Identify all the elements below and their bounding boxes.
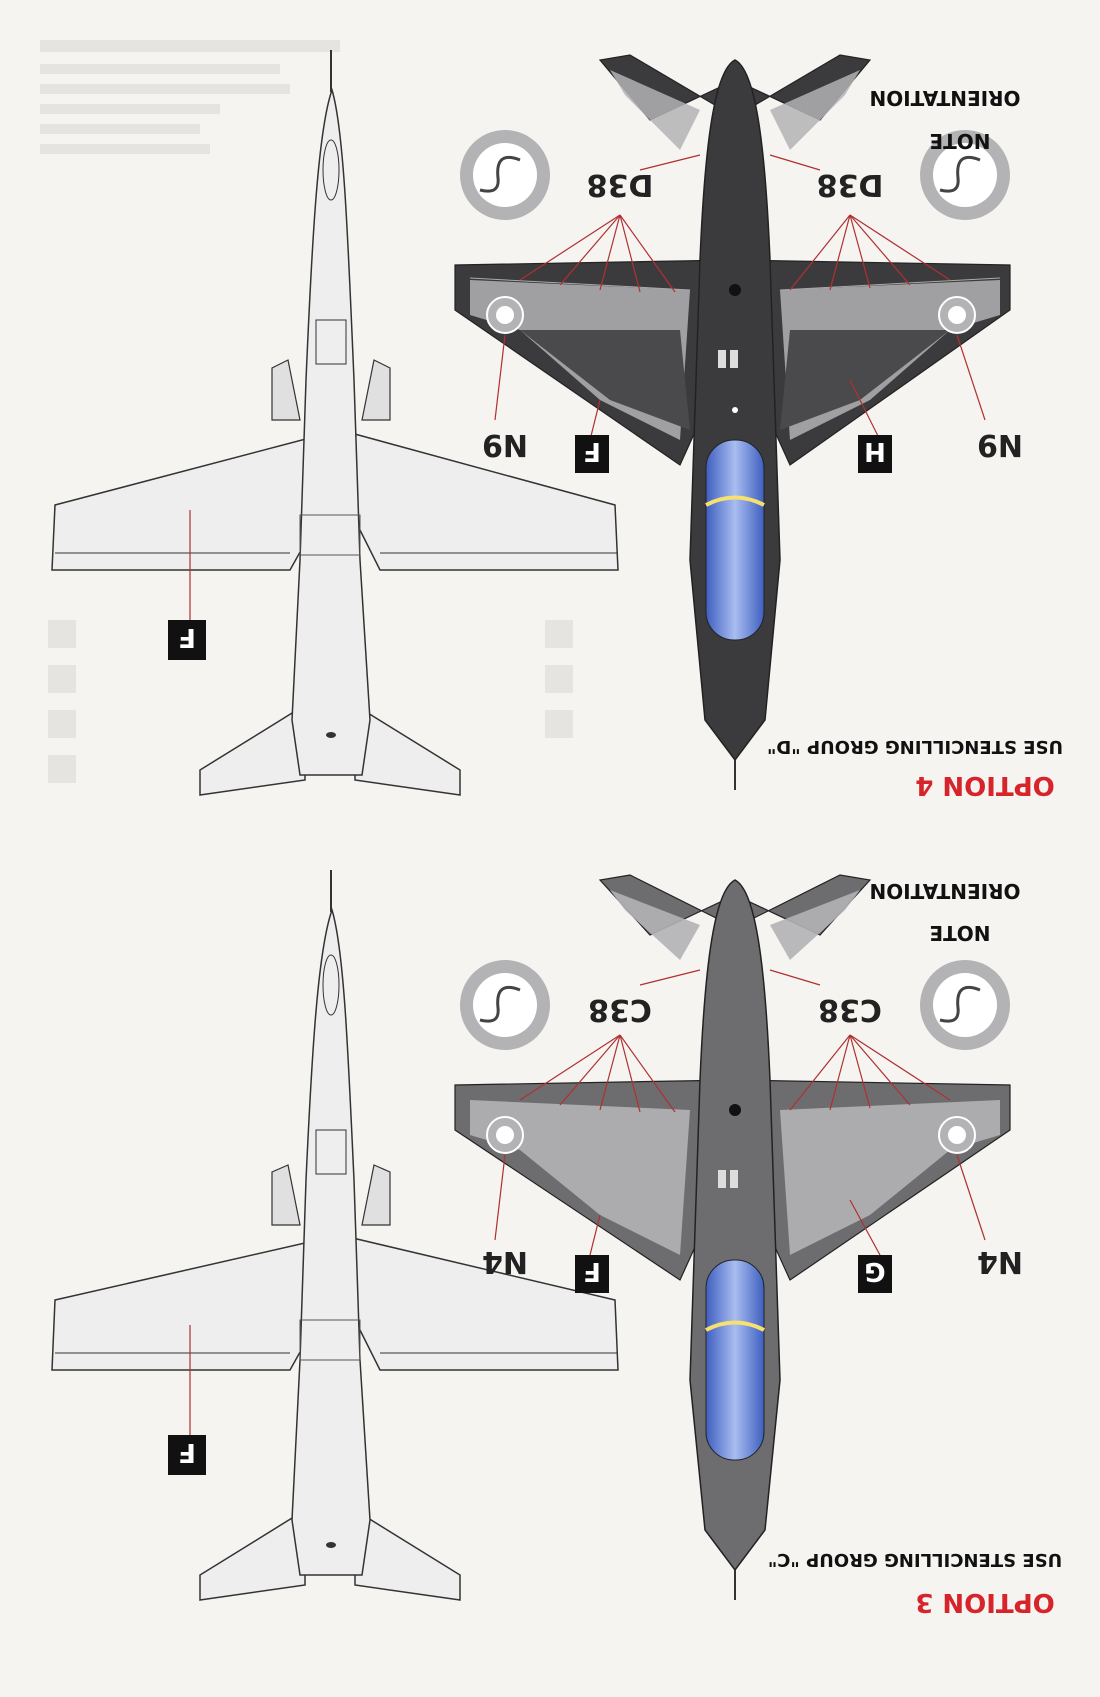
option3-stencil-callout-left: C38 (588, 992, 652, 1027)
option3-note-line1: NOTE (929, 921, 990, 945)
option4-camo-callout-left: F (583, 436, 601, 466)
option3-stencil-callout-right: C38 (818, 992, 882, 1027)
option4-wing-roundel-left (486, 296, 524, 334)
option4-roundel-callout-right: N9 (977, 427, 1023, 462)
option3-callouts: C38 C38 N4 N4 F G F (168, 992, 1023, 1475)
option4-top-view-aircraft (51, 50, 619, 796)
option4-title: OPTION 4 (915, 770, 1055, 800)
option3-camo-callout-right: G (864, 1256, 885, 1286)
option4-callouts: D38 D38 N9 N9 F H F (168, 167, 1023, 660)
option3-camo-callout-left: F (583, 1256, 601, 1286)
option4-stencil-callout-left: D38 (587, 167, 654, 202)
option3-top-view-aircraft (51, 870, 619, 1601)
option3-wing-roundel-left (486, 1116, 524, 1154)
option3-top-camo-callout: F (178, 1437, 196, 1467)
option4-wing-roundel-right (938, 296, 976, 334)
option3-headings: NOTE ORIENTATION USE STENCILLING GROUP "… (768, 879, 1062, 1617)
option4-top-camo-callout: F (178, 622, 196, 652)
option3-wing-roundel-right (938, 1116, 976, 1154)
option4-roundel-callout-left: N9 (482, 427, 528, 462)
option3-note-line2: ORIENTATION (869, 879, 1020, 903)
option3-bottom-view-aircraft (454, 874, 1011, 1600)
option3-roundel-right (920, 960, 1010, 1050)
option4-leader-lines (189, 154, 986, 620)
option3-stencil-note: USE STENCILLING GROUP "C" (768, 1549, 1062, 1570)
option3-roundel-left (460, 960, 550, 1050)
option4-note-line1: NOTE (929, 129, 990, 153)
show-through-reverse-text (40, 40, 573, 783)
option4-note-line2: ORIENTATION (869, 86, 1020, 110)
option4-headings: NOTE ORIENTATION USE STENCILLING GROUP "… (767, 86, 1063, 800)
option4-roundel-right (920, 130, 1010, 220)
option3-leader-lines (189, 969, 986, 1435)
option4-stencil-note: USE STENCILLING GROUP "D" (767, 736, 1063, 757)
option4-roundel-left (460, 130, 550, 220)
option4-stencil-callout-right: D38 (817, 167, 884, 202)
option3-title: OPTION 3 (915, 1587, 1055, 1617)
option4-camo-callout-right: H (864, 436, 886, 466)
option3-roundel-callout-left: N4 (482, 1244, 528, 1279)
option3-roundel-callout-right: N4 (977, 1244, 1023, 1279)
